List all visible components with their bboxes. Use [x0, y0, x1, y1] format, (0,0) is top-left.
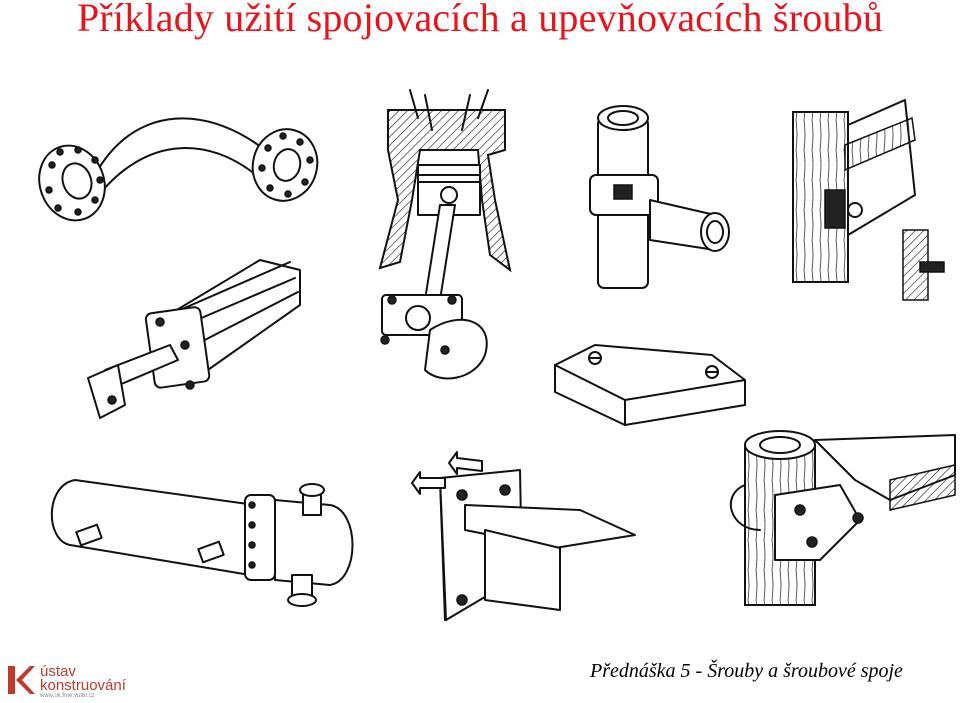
logo-line-2: konstruování: [40, 677, 126, 694]
wall-bracket-drawing: [411, 451, 636, 621]
post-clamp-drawing: [729, 430, 956, 606]
logo-url: www.uk.fme.vutbr.cz: [40, 693, 95, 699]
cover-plate-drawing: [554, 344, 746, 426]
engine-piston-drawing: [378, 89, 512, 380]
page-title: Příklady užití spojovacích a upevňovacíc…: [76, 0, 884, 40]
institute-logo: ústav konstruování www.uk.fme.vutbr.cz: [6, 664, 156, 700]
logo-mark-icon: [8, 666, 35, 694]
hydraulic-cylinder-drawing: [87, 259, 301, 419]
wood-beam-strap-drawing: [792, 99, 945, 301]
lecture-footer: Přednáška 5 - Šrouby a šroubové spoje: [590, 660, 903, 682]
logo-line-1: ústav: [40, 663, 76, 680]
pipe-with-flanges-drawing: [38, 117, 319, 222]
heat-exchanger-drawing: [50, 479, 354, 607]
tube-clamp-drawing: [589, 105, 730, 289]
